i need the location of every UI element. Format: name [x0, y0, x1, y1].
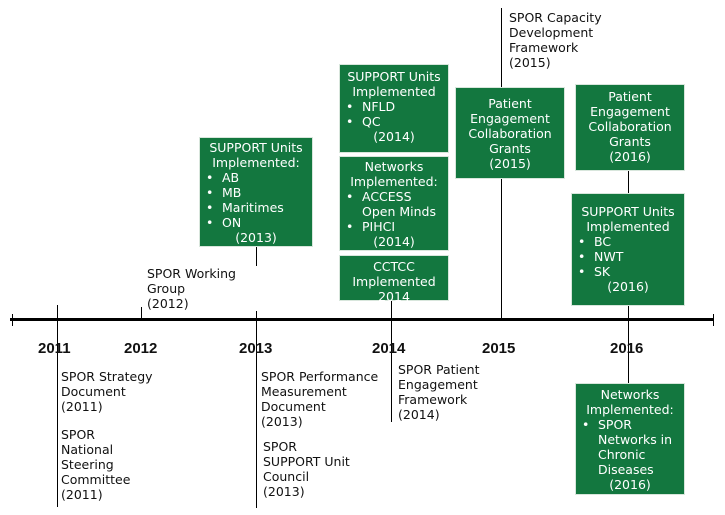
milestone-year: (2014) [398, 407, 440, 422]
milestone-pe-framework: SPOR Patient Engagement Framework (2014) [398, 362, 493, 422]
box-year: 2014 [378, 289, 410, 304]
connector-2013 [256, 246, 257, 508]
list-item: AB [206, 170, 312, 185]
milestone-year: (2013) [263, 484, 305, 499]
box-heading: Networks Implemented: [350, 159, 438, 189]
box-heading: SUPPORT Units Implemented [581, 204, 675, 234]
year-label-2011: 2011 [38, 340, 71, 357]
year-label-2016: 2016 [610, 340, 644, 357]
milestone-networks-2014: Networks Implemented: ACCESS Open Minds … [339, 156, 449, 251]
box-heading: CCTCC Implemented [352, 259, 436, 289]
list-item: PIHCI [346, 219, 448, 234]
list-item: NWT [578, 249, 684, 264]
box-year: (2016) [607, 279, 649, 294]
milestone-pe-grants-2016: Patient Engagement Collaboration Grants … [575, 84, 685, 171]
milestone-strategy-document: SPOR Strategy Document (2011) [61, 369, 171, 414]
milestone-support-units-2014: SUPPORT Units Implemented NFLD QC (2014) [339, 64, 449, 153]
connector-2014 [391, 300, 392, 422]
box-year: (2016) [609, 477, 651, 492]
list-item: Maritimes [206, 200, 312, 215]
milestone-title: SPOR Working Group [147, 266, 236, 296]
milestone-capacity-framework: SPOR Capacity Development Framework (201… [509, 10, 629, 70]
year-label-2014: 2014 [372, 340, 406, 357]
box-year: (2014) [373, 234, 415, 249]
list-item: SPOR Networks in Chronic Diseases [582, 417, 684, 477]
box-year: (2015) [489, 156, 531, 171]
year-label-2015: 2015 [482, 340, 516, 357]
list-item: SK [578, 264, 684, 279]
milestone-steering-committee: SPOR National Steering Committee (2011) [61, 427, 133, 502]
box-heading: SUPPORT Units Implemented [347, 69, 441, 99]
milestone-title: SPOR Capacity Development Framework [509, 10, 602, 55]
milestone-support-units-2013: SUPPORT Units Implemented: AB MB Maritim… [199, 137, 313, 247]
list-item: MB [206, 185, 312, 200]
milestone-performance-measurement: SPOR Performance Measurement Document (2… [261, 369, 386, 429]
connector-2012 [141, 307, 142, 319]
milestone-support-unit-council: SPOR SUPPORT Unit Council (2013) [263, 439, 353, 499]
connector-2011 [57, 305, 58, 507]
milestone-title: SPOR National Steering Committee [61, 427, 131, 487]
milestone-year: (2013) [261, 414, 303, 429]
list-item: ON [206, 215, 312, 230]
list-item: QC [346, 114, 448, 129]
milestone-year: (2012) [147, 296, 189, 311]
year-label-2013: 2013 [239, 340, 273, 357]
milestone-title: SPOR Performance Measurement Document [261, 369, 379, 414]
list-item: ACCESS Open Minds [346, 189, 448, 219]
milestone-year: (2015) [509, 55, 551, 70]
box-heading: Patient Engagement Collaboration Grants [588, 89, 672, 149]
year-label-2012: 2012 [124, 340, 158, 357]
milestone-year: (2011) [61, 487, 103, 502]
milestone-support-units-2016: SUPPORT Units Implemented BC NWT SK (201… [571, 193, 685, 306]
milestone-working-group: SPOR Working Group (2012) [147, 266, 257, 311]
timeline-axis [10, 318, 714, 321]
axis-end-tick [713, 314, 714, 326]
box-year: (2014) [373, 129, 415, 144]
list-item: NFLD [346, 99, 448, 114]
milestone-cctcc: CCTCC Implemented 2014 [339, 255, 449, 304]
box-heading: Networks Implemented: [586, 387, 674, 417]
box-year: (2013) [235, 230, 277, 245]
milestone-pe-grants-2015: Patient Engagement Collaboration Grants … [455, 87, 565, 179]
milestone-title: SPOR Patient Engagement Framework [398, 362, 480, 407]
milestone-title: SPOR Strategy Document [61, 369, 153, 399]
axis-start-tick [12, 314, 13, 326]
box-heading: Patient Engagement Collaboration Grants [468, 96, 552, 156]
box-heading: SUPPORT Units Implemented: [209, 140, 303, 170]
milestone-title: SPOR SUPPORT Unit Council [263, 439, 350, 484]
milestone-year: (2011) [61, 399, 103, 414]
box-year: (2016) [609, 149, 651, 164]
milestone-networks-2016: Networks Implemented: SPOR Networks in C… [575, 383, 685, 495]
list-item: BC [578, 234, 684, 249]
